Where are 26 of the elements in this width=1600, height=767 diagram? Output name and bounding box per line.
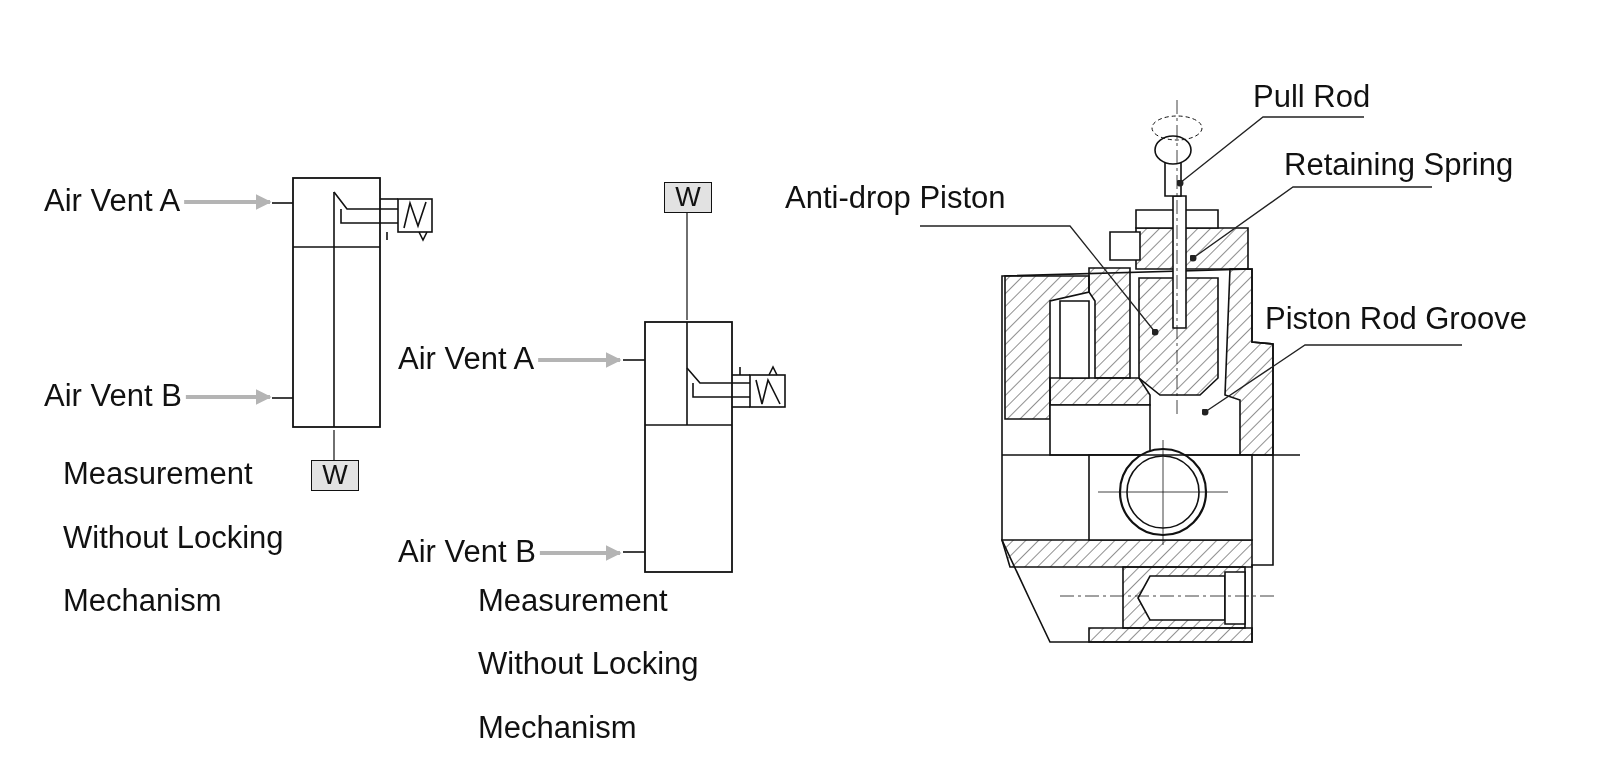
leader-line — [1201, 344, 1463, 416]
part-label: Pull Rod — [1253, 79, 1371, 115]
weight-box: W — [664, 182, 712, 213]
arrow — [539, 545, 622, 561]
port-label: Air Vent A — [398, 341, 535, 377]
caption-text: Measurement — [63, 456, 253, 492]
arrow — [538, 352, 622, 368]
caption-text: Without Locking — [63, 520, 284, 556]
arrow — [184, 194, 272, 210]
part-label: Anti-drop Piston — [785, 180, 1006, 216]
port-label: Air Vent B — [398, 534, 536, 570]
caption-text: Measurement — [478, 583, 668, 619]
leader-line — [1189, 186, 1433, 262]
arrow — [185, 389, 272, 405]
leader-line — [919, 225, 1159, 336]
weight-box: W — [311, 460, 359, 491]
caption-text: Mechanism — [478, 710, 637, 746]
port-label: Air Vent B — [44, 378, 182, 414]
leader-line — [1176, 116, 1365, 187]
piston-rod-line — [333, 429, 335, 461]
part-label: Retaining Spring — [1284, 147, 1514, 183]
part-label: Piston Rod Groove — [1265, 301, 1527, 337]
piston-rod-line — [686, 212, 688, 321]
caption-text: Without Locking — [478, 646, 699, 682]
caption-text: Mechanism — [63, 583, 222, 619]
port-label: Air Vent A — [44, 183, 181, 219]
